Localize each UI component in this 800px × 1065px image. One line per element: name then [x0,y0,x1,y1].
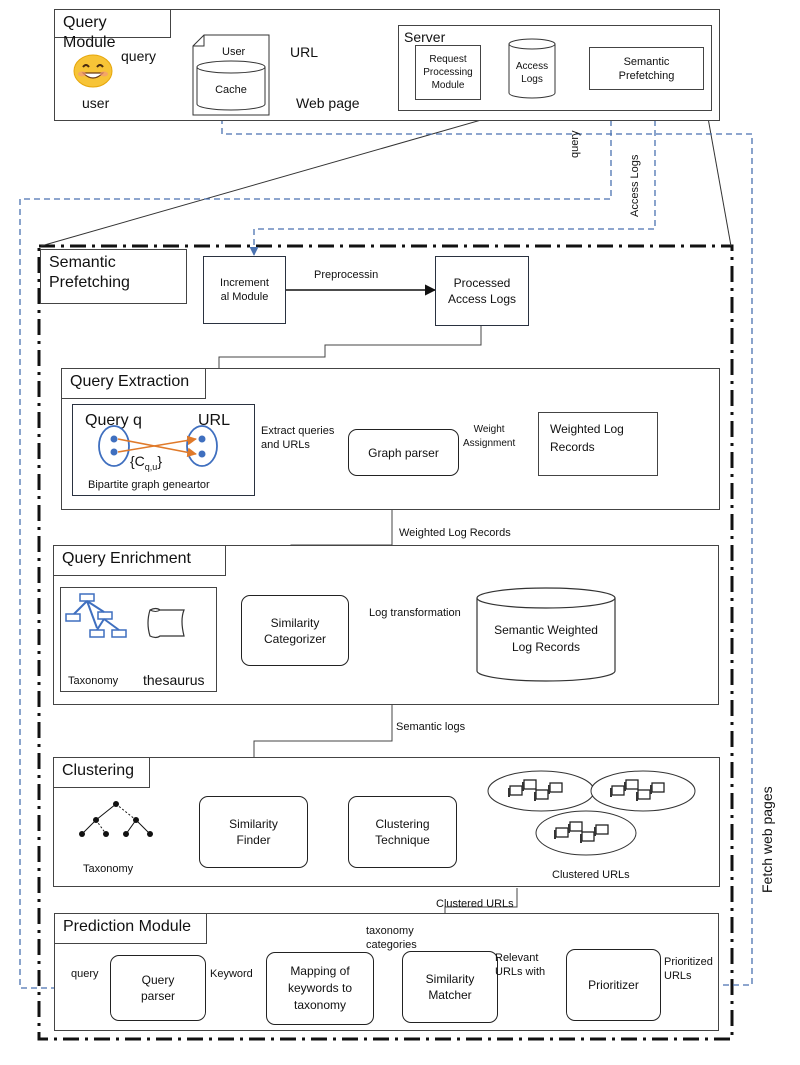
semantic-prefetching-frame [37,244,734,1041]
access-logs-database-icon [508,38,556,99]
thesaurus-scroll-icon [147,607,185,639]
clustered-urls-icon [487,770,696,856]
weight-assignment-label: Weight Assignment [463,424,516,449]
bipartite-generator-label: Bipartite graph geneartor [88,479,210,491]
taxonomy-tree-icon [65,593,127,638]
url-node-label: URL [198,412,231,429]
clustering-taxonomy-label: Taxonomy [83,863,134,875]
semantic-prefetching-title: Semantic Prefetching [40,249,187,304]
taxonomy-thesaurus-box [60,587,217,692]
query-extraction-title: Query Extraction [61,368,206,399]
access-logs-connector-label: Access Logs [629,154,641,217]
query-connector-label: query [569,130,581,158]
fetch-web-pages-dashed-connector [217,111,753,986]
cache-database-icon [196,60,266,111]
processed-access-logs-box: Processed Access Logs [435,256,529,326]
relevant-urls-label: Relevant URLs with [495,952,546,978]
query-q-label: Query q [85,412,142,429]
extract-queries-label: Extract queries and URLs [261,425,335,451]
user-box-label: User [222,46,246,58]
web-page-label: Web page [296,95,360,111]
semantic-prefetching-server-box: Semantic Prefetching [589,47,704,90]
prioritizer-box: Prioritizer [566,949,661,1021]
fetch-web-pages-label: Fetch web pages [759,786,775,893]
query-parser-box: Query parser [110,955,206,1021]
prioritized-urls-label: Prioritized URLs [664,956,713,982]
semantic-weighted-log-records-database [476,587,616,682]
query-label: query [121,48,157,64]
keyword-label: Keyword [210,968,253,980]
url-label: URL [290,44,319,60]
similarity-finder-box: Similarity Finder [199,796,308,868]
similarity-matcher-box: Similarity Matcher [402,951,498,1023]
enrichment-taxonomy-label: Taxonomy [68,675,119,687]
similarity-categorizer-box: Similarity Categorizer [241,595,349,666]
clustering-title: Clustering [53,757,150,788]
query-enrichment-title: Query Enrichment [53,545,226,576]
mapping-keywords-box: Mapping of keywords to taxonomy [266,952,374,1025]
query-dashed-connector [19,90,612,993]
semantic-logs-connector-label: Semantic logs [396,721,466,733]
semantic-weighted-log-records-label: Semantic Weighted Log Records [494,623,598,654]
access-logs-dashed-connector [249,90,656,256]
server-title: Server [404,29,446,45]
taxonomy-categories-label: taxonomy categories [366,925,417,951]
smiley-user-icon [73,54,113,88]
bipartite-graph-icon [98,425,218,467]
prediction-query-label: query [71,968,99,980]
graph-parser-box: Graph parser [348,429,459,476]
clustered-urls-label: Clustered URLs [552,869,630,881]
processed-logs-to-extraction [218,326,482,403]
clustered-urls-connector-label: Clustered URLs [436,898,514,910]
log-transformation-label: Log transformation [369,607,461,619]
user-label: user [82,95,110,111]
query-module-title: Query Module [54,9,171,51]
weighted-log-records-connector-label: Weighted Log Records [399,527,511,539]
cqu-label: {Cq,u} [130,453,162,472]
access-logs-db-label: Access Logs [515,61,549,85]
prediction-module-title: Prediction Module [54,913,207,944]
weighted-log-records-box [538,412,658,476]
weighted-log-records-label: Weighted Log Records [550,422,624,454]
thesaurus-label: thesaurus [143,672,205,688]
taxonomy-dots-tree-icon [79,801,153,837]
cache-label: Cache [215,84,247,96]
request-processing-module: Request Processing Module [415,45,481,100]
incremental-module-box: Increment al Module [203,256,286,324]
clustering-technique-box: Clustering Technique [348,796,457,868]
preprocessing-label: Preprocessin [314,269,379,281]
